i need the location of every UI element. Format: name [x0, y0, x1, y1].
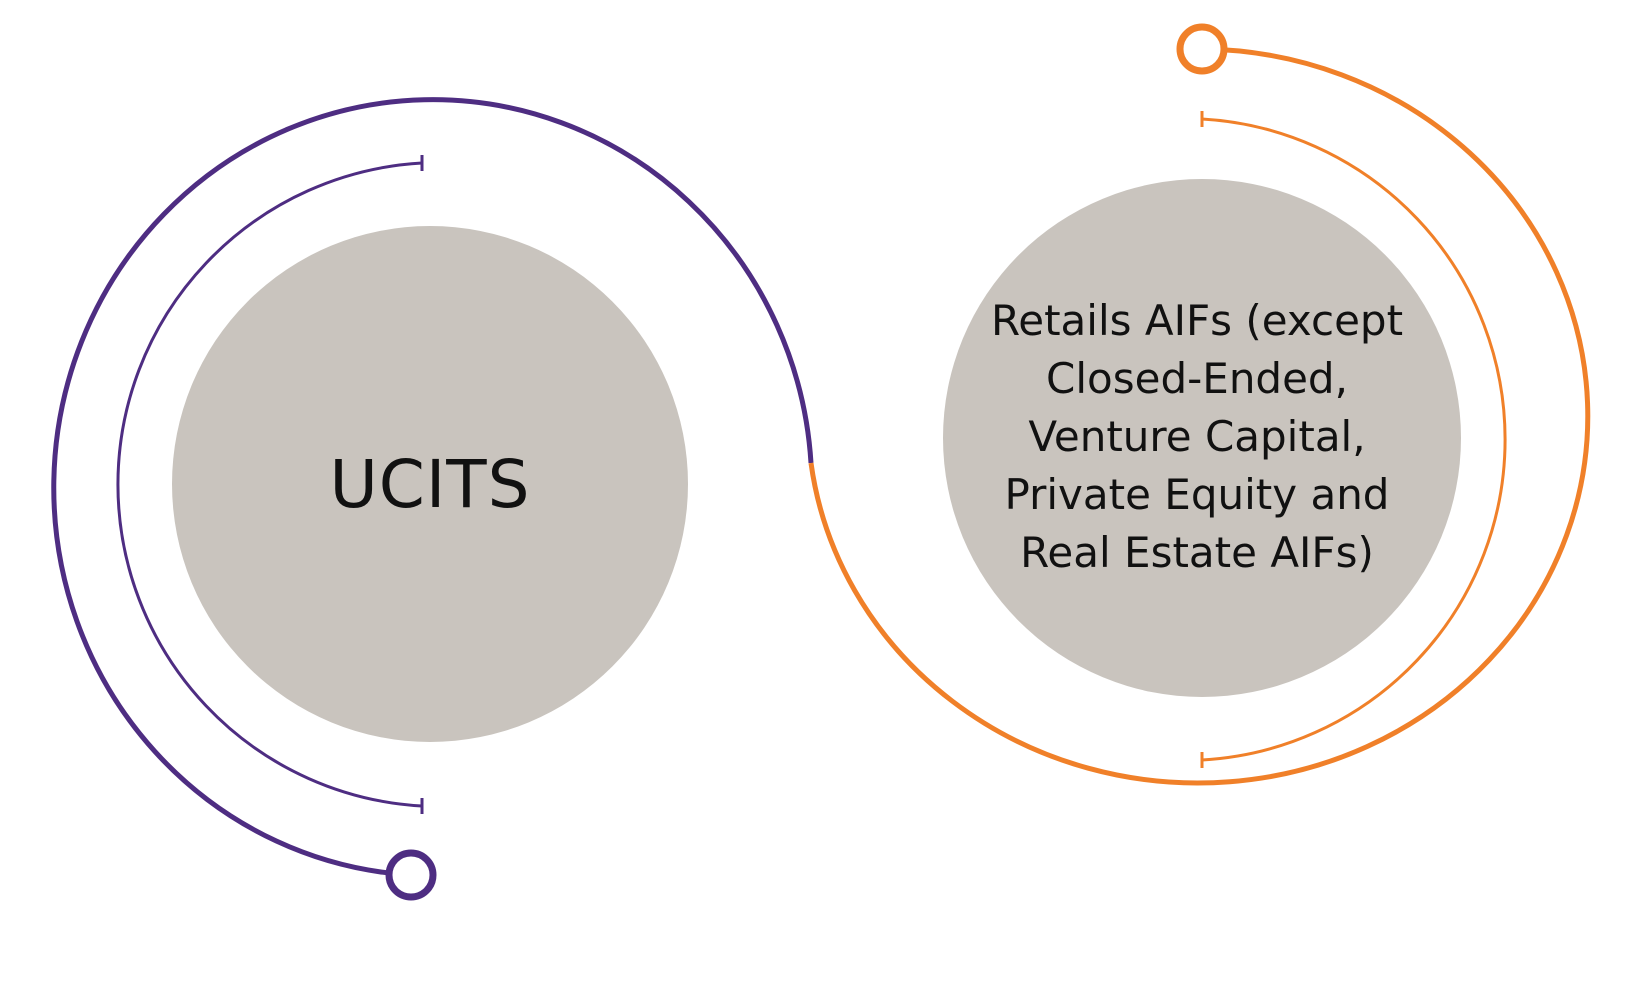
- retail-aifs-label-line-4: Private Equity and: [1004, 470, 1390, 519]
- retail-aifs-circle: [943, 179, 1461, 697]
- retail-aifs-label-line-5: Real Estate AIFs): [1020, 528, 1374, 577]
- retail-aifs-label-line-3: Venture Capital,: [1028, 412, 1366, 461]
- retail-aifs-label: Retails AIFs (except Closed-Ended, Ventu…: [938, 178, 1456, 696]
- retail-aifs-label-line-1: Retails AIFs (except: [990, 296, 1404, 345]
- orange-outer-arc: [808, 46, 1591, 786]
- purple-end-ring: [385, 849, 437, 901]
- orange-inner-arc: [1201, 117, 1507, 762]
- retail-aifs-label-line-2: Closed-Ended,: [1046, 354, 1348, 403]
- ucits-label-line: UCITS: [329, 445, 531, 523]
- purple-inner-arc: [116, 161, 423, 808]
- purple-outer-arc: [51, 97, 814, 878]
- ucits-circle: [172, 226, 688, 742]
- ucits-label: UCITS: [172, 226, 688, 742]
- orange-end-ring: [1176, 23, 1228, 75]
